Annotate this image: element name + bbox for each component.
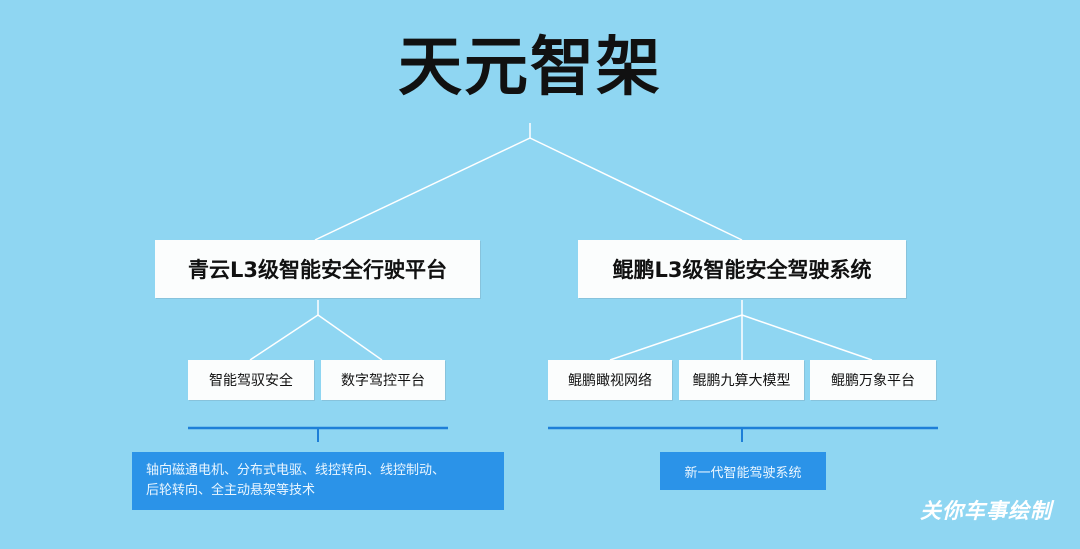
platform-qingyun: 青云L3级智能安全行驶平台 xyxy=(155,240,480,298)
component-kunpeng-wanxiang-platform: 鲲鹏万象平台 xyxy=(810,360,936,400)
component-label: 鲲鹏瞰视网络 xyxy=(568,373,652,389)
platform-label: 鲲鹏L3级智能安全驾驶系统 xyxy=(612,258,872,282)
component-label: 鲲鹏万象平台 xyxy=(831,373,915,389)
component-label: 数字驾控平台 xyxy=(341,373,425,389)
tech-box-qingyun: 轴向磁通电机、分布式电驱、线控转向、线控制动、 后轮转向、全主动悬架等技术 xyxy=(132,452,504,510)
watermark: 关你车事绘制 xyxy=(920,499,1052,523)
tech-box-kunpeng: 新一代智能驾驶系统 xyxy=(660,452,826,490)
connector-line xyxy=(529,137,743,241)
component-smart-driving-safety: 智能驾驭安全 xyxy=(188,360,314,400)
diagram-title: 天元智架 xyxy=(398,31,662,105)
component-kunpeng-surround-network: 鲲鹏瞰视网络 xyxy=(548,360,672,400)
connector-line xyxy=(317,314,383,361)
connector-line xyxy=(741,314,873,361)
connector-line xyxy=(314,137,531,241)
component-kunpeng-large-model: 鲲鹏九算大模型 xyxy=(679,360,804,400)
tech-line: 轴向磁通电机、分布式电驱、线控转向、线控制动、 xyxy=(146,463,446,478)
connector-line xyxy=(609,314,743,361)
component-label: 鲲鹏九算大模型 xyxy=(692,373,791,389)
component-digital-control-platform: 数字驾控平台 xyxy=(321,360,445,400)
tech-line: 后轮转向、全主动悬架等技术 xyxy=(146,483,316,498)
tech-line: 新一代智能驾驶系统 xyxy=(684,465,802,481)
connector-line xyxy=(249,314,319,361)
component-label: 智能驾驭安全 xyxy=(209,373,293,389)
platform-kunpeng: 鲲鹏L3级智能安全驾驶系统 xyxy=(578,240,906,298)
platform-label: 青云L3级智能安全行驶平台 xyxy=(188,258,447,282)
